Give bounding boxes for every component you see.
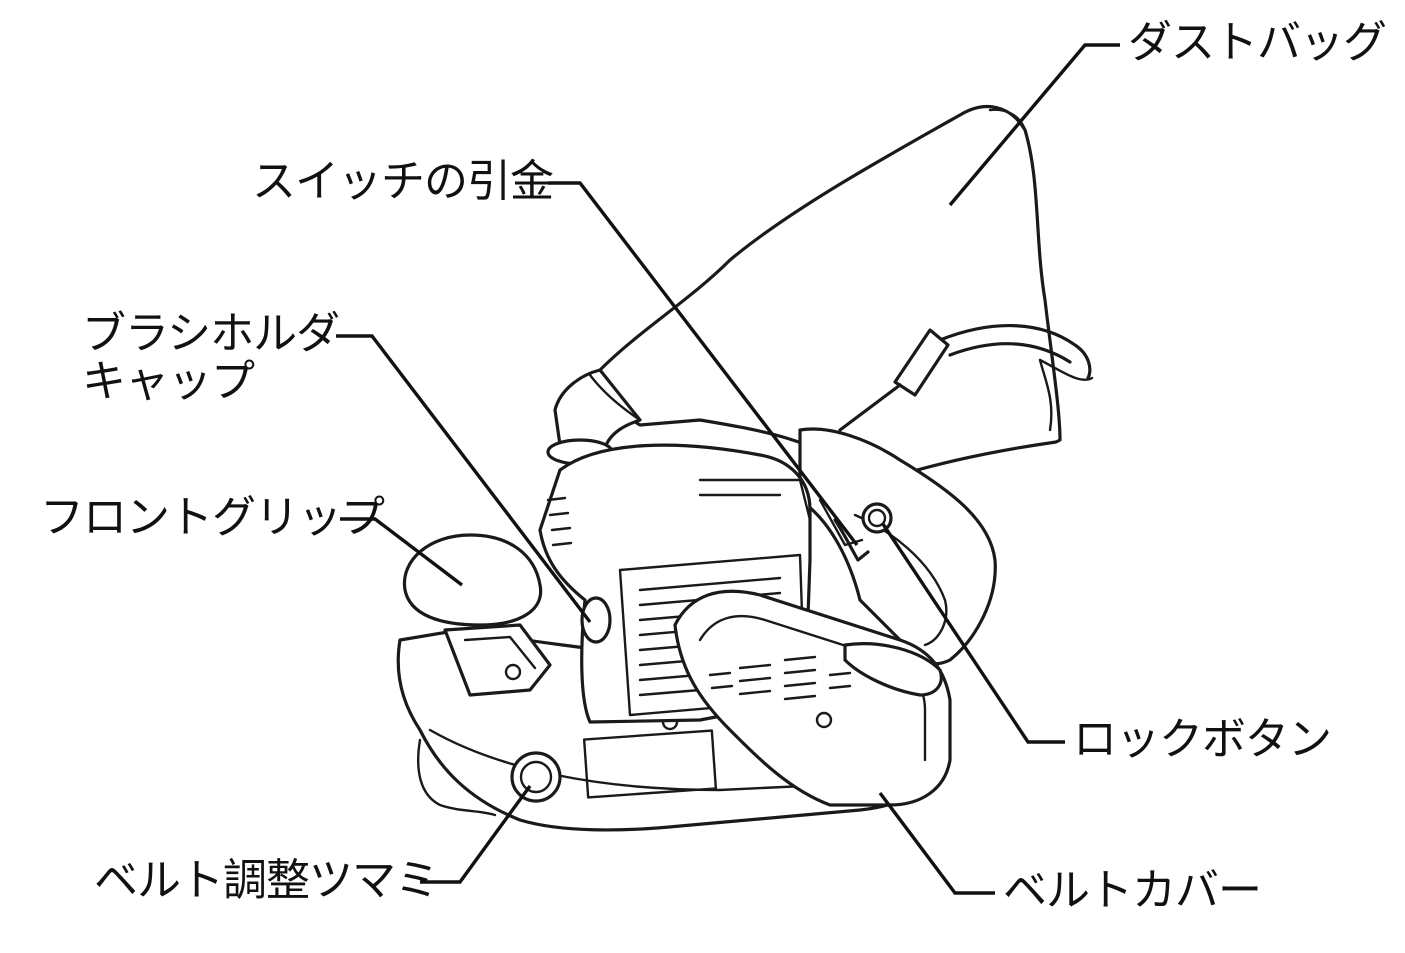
- belt-cover-vents: [708, 655, 852, 701]
- leader-dust-bag: [948, 43, 1120, 207]
- label-brush-holder-cap-line2: キャップ: [82, 356, 255, 407]
- label-switch-trigger: スイッチの引金: [252, 156, 554, 207]
- front-grip-drawing: [402, 533, 552, 697]
- power-cord-drawing: [838, 323, 1092, 432]
- leader-front-grip: [340, 517, 464, 587]
- leader-switch-trigger: [548, 181, 859, 547]
- label-brush-holder-cap-line1: ブラシホルダ: [82, 308, 340, 359]
- dust-bag-drawing: [598, 105, 1094, 482]
- label-belt-cover: ベルトカバー: [1003, 865, 1262, 916]
- belt-cover-drawing: [673, 589, 952, 807]
- label-belt-adjust-knob: ベルト調整ツマミ: [94, 855, 439, 906]
- label-lock-button: ロックボタン: [1073, 714, 1332, 765]
- label-front-grip: フロントグリップ: [40, 492, 385, 543]
- leader-brush-holder-cap: [336, 334, 592, 624]
- leader-lock-button: [881, 523, 1065, 744]
- leader-lines: [336, 43, 1120, 895]
- leader-belt-adjust-knob: [420, 784, 532, 884]
- trigger-drawing: [833, 518, 870, 562]
- leader-belt-cover: [878, 791, 995, 895]
- dust-pipe-drawing: [546, 368, 642, 466]
- label-dust-bag: ダストバッグ: [1128, 17, 1387, 68]
